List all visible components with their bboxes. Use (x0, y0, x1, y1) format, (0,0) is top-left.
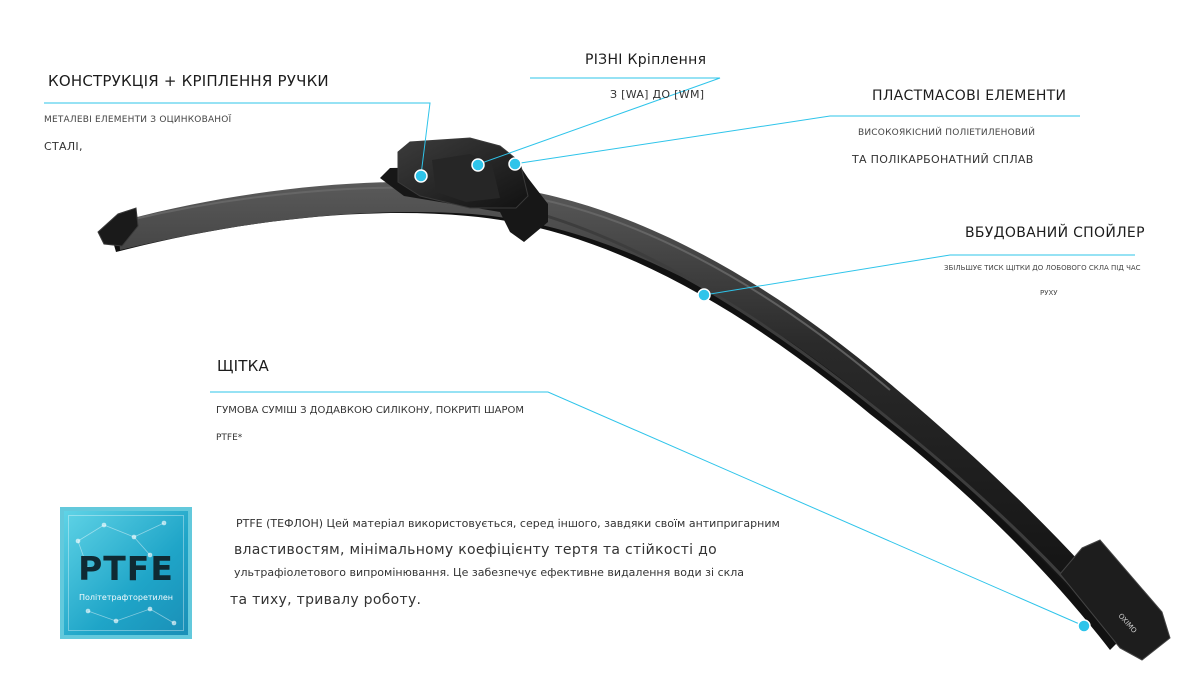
brush-dot (1077, 619, 1091, 633)
plastic-dot (508, 157, 522, 171)
spoiler-title: ВБУДОВАНИЙ СПОЙЛЕР (965, 225, 1145, 241)
ptfe-para-line4: та тиху, тривалу роботу. (230, 592, 422, 608)
plastic-desc-line2: ТА ПОЛІКАРБОНАТНИЙ СПЛАВ (852, 153, 1034, 166)
handle-desc-line1: МЕТАЛЕВІ ЕЛЕМЕНТИ З ОЦИНКОВАНОЇ (44, 115, 232, 125)
plastic-leader-line (513, 115, 1080, 165)
handle-leader-line (44, 102, 431, 176)
blade-body (118, 181, 1140, 648)
spoiler-desc-line2: РУХУ (1040, 289, 1058, 297)
spoiler-leader-line (703, 254, 1135, 296)
mounts-leader-line (475, 77, 721, 166)
plastic-desc-line1: ВИСОКОЯКІСНИЙ ПОЛІЕТИЛЕНОВИЙ (858, 128, 1036, 138)
brush-desc-line2: PTFE* (216, 433, 243, 443)
right-end-cap (1059, 539, 1171, 661)
mounts-title: РІЗНІ Кріплення (585, 52, 707, 68)
ptfe-logo-text: PTFE (78, 549, 174, 588)
mounts-desc-line1: З [WA] ДО [WM] (610, 88, 705, 101)
spoiler-ridge (539, 212, 1122, 641)
plastic-title: ПЛАСТМАСОВІ ЕЛЕМЕНТИ (872, 88, 1067, 104)
brush-leader-line (210, 391, 1085, 627)
handle-title: КОНСТРУКЦІЯ + КРІПЛЕННЯ РУЧКИ (48, 72, 329, 90)
left-end-cap (97, 207, 139, 247)
ptfe-logo-subtitle: Політетрафторетилен (79, 593, 173, 602)
spoiler-desc-line1: ЗБІЛЬШУЄ ТИСК ЩІТКИ ДО ЛОБОВОГО СКЛА ПІД… (944, 264, 1141, 272)
ptfe-para-line3: ультрафіолетового випромінювання. Це заб… (234, 566, 745, 579)
handle-desc-line2: СТАЛІ, (44, 140, 83, 153)
mounts-dot (471, 158, 485, 172)
ptfe-logo: PTFE Політетрафторетилен (60, 507, 192, 639)
ptfe-para-line1: PTFE (ТЕФЛОН) Цей матеріал використовуєт… (236, 517, 780, 530)
brush-title: ЩІТКА (217, 357, 269, 375)
spoiler-dot (697, 288, 711, 302)
brush-desc-line1: ГУМОВА СУМІШ З ДОДАВКОЮ СИЛІКОНУ, ПОКРИТ… (216, 405, 525, 416)
molecule-pattern-icon (75, 520, 177, 626)
handle-dot (414, 169, 428, 183)
ptfe-para-line2: властивостям, мінімальному коефіцієнту т… (234, 542, 717, 558)
